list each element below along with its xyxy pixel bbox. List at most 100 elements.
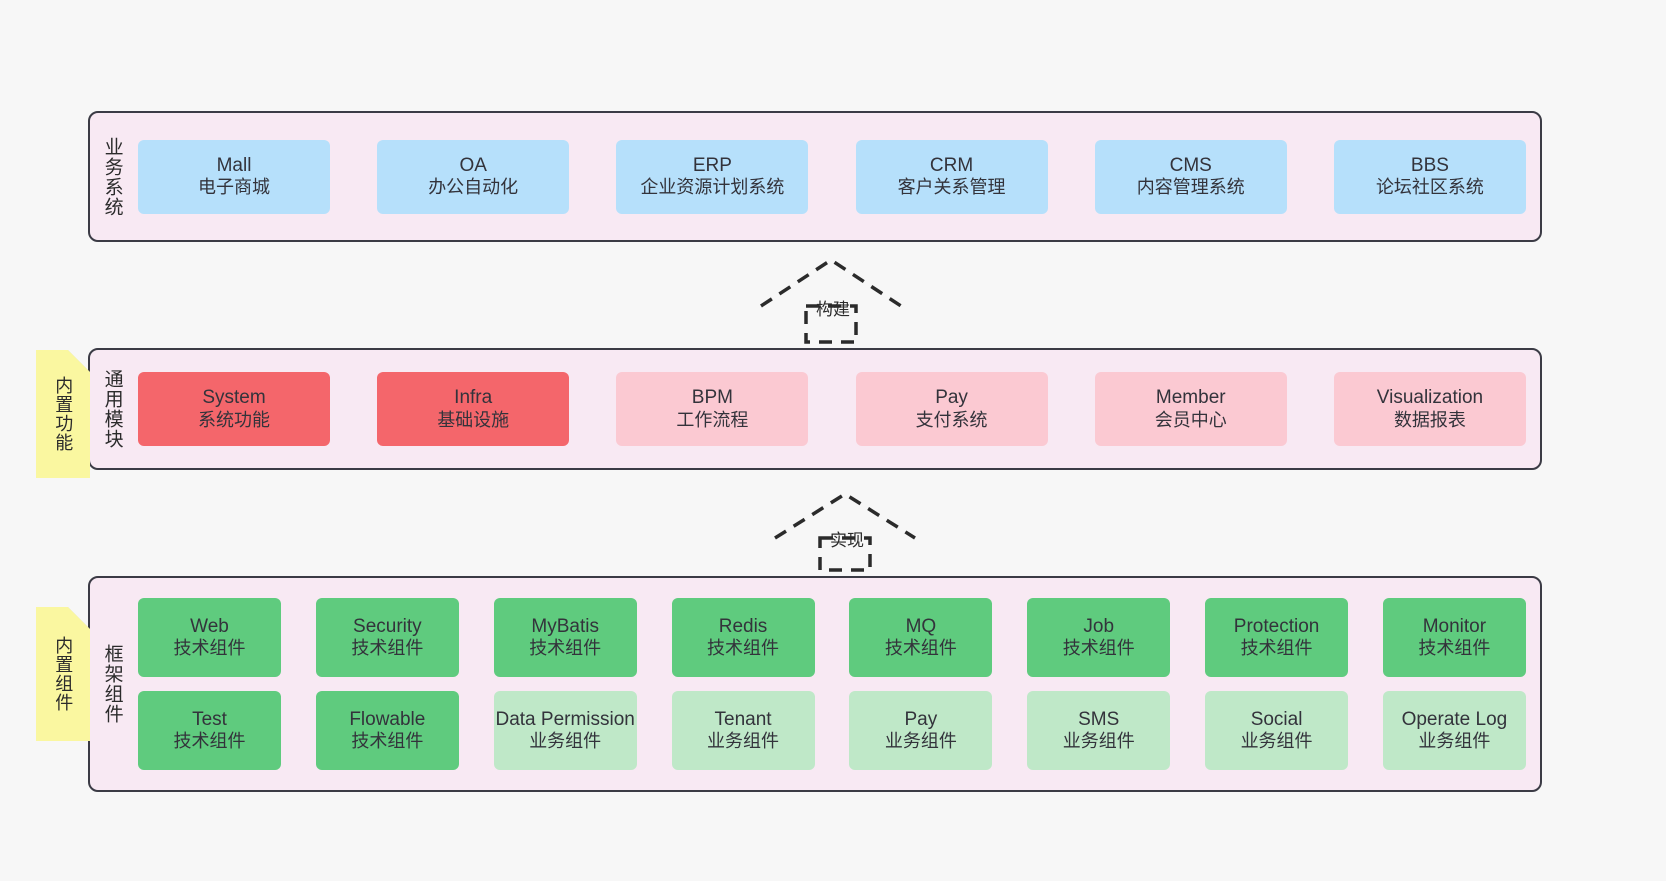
- node-title: Test: [192, 708, 227, 730]
- note-builtin-components-label: 内置组件: [53, 636, 74, 712]
- node-row: Test 技术组件 Flowable 技术组件 Data Permission …: [138, 691, 1526, 770]
- note-builtin-features-label: 内置功能: [53, 376, 74, 452]
- node-job[interactable]: Job 技术组件: [1027, 598, 1171, 677]
- node-operate-log[interactable]: Operate Log 业务组件: [1382, 691, 1526, 770]
- node-subtitle: 技术组件: [529, 638, 602, 659]
- node-title: Protection: [1233, 615, 1320, 637]
- node-mall[interactable]: Mall 电子商城: [138, 139, 330, 214]
- node-row: Mall 电子商城 OA 办公自动化 ERP 企业资源计划系统 CRM 客户关系…: [138, 139, 1526, 214]
- layer-business-system-body: Mall 电子商城 OA 办公自动化 ERP 企业资源计划系统 CRM 客户关系…: [134, 113, 1540, 240]
- dashed-up-arrow-icon: [774, 491, 916, 572]
- dashed-up-arrow-icon: [760, 257, 902, 344]
- node-monitor[interactable]: Monitor 技术组件: [1382, 598, 1526, 677]
- node-title: BBS: [1410, 154, 1449, 176]
- node-subtitle: 技术组件: [351, 731, 424, 752]
- node-erp[interactable]: ERP 企业资源计划系统: [616, 139, 809, 214]
- node-mybatis[interactable]: MyBatis 技术组件: [493, 598, 637, 677]
- node-title: SMS: [1078, 708, 1120, 730]
- node-subtitle: 业务组件: [1418, 731, 1491, 752]
- node-crm[interactable]: CRM 客户关系管理: [855, 139, 1048, 214]
- node-subtitle: 业务组件: [884, 731, 957, 752]
- node-subtitle: 业务组件: [1240, 731, 1313, 752]
- node-title: Social: [1250, 708, 1303, 730]
- node-subtitle: 技术组件: [884, 638, 957, 659]
- node-cms[interactable]: CMS 内容管理系统: [1094, 139, 1287, 214]
- folded-corner-icon: [68, 350, 90, 372]
- node-subtitle: 电子商城: [198, 177, 270, 198]
- node-title: OA: [459, 154, 487, 176]
- node-title: Flowable: [349, 708, 426, 730]
- folded-corner-icon: [68, 607, 90, 629]
- layer-common-modules-title: 通用模块: [101, 369, 123, 449]
- node-web[interactable]: Web 技术组件: [138, 598, 281, 677]
- node-subtitle: 技术组件: [351, 638, 424, 659]
- node-mq[interactable]: MQ 技术组件: [849, 598, 993, 677]
- node-row: Web 技术组件 Security 技术组件 MyBatis 技术组件 Redi…: [138, 598, 1526, 677]
- node-test[interactable]: Test 技术组件: [138, 691, 281, 770]
- node-title: Infra: [454, 387, 493, 409]
- node-title: System: [202, 387, 266, 409]
- layer-framework-components: 框架组件 Web 技术组件 Security 技术组件 MyBatis 技术组件…: [88, 576, 1542, 792]
- node-subtitle: 支付系统: [915, 409, 988, 430]
- layer-framework-components-body: Web 技术组件 Security 技术组件 MyBatis 技术组件 Redi…: [134, 578, 1540, 790]
- node-subtitle: 基础设施: [437, 409, 510, 430]
- node-pay-component[interactable]: Pay 业务组件: [849, 691, 993, 770]
- node-title: Pay: [904, 708, 938, 730]
- node-sms[interactable]: SMS 业务组件: [1027, 691, 1171, 770]
- node-subtitle: 业务组件: [1062, 731, 1135, 752]
- node-row: System 系统功能 Infra 基础设施 BPM 工作流程 Pay 支付系统…: [138, 372, 1526, 446]
- node-infra[interactable]: Infra 基础设施: [377, 372, 570, 446]
- node-oa[interactable]: OA 办公自动化: [377, 139, 570, 214]
- node-subtitle: 系统功能: [198, 409, 270, 430]
- node-title: Monitor: [1422, 615, 1487, 637]
- node-subtitle: 企业资源计划系统: [640, 177, 785, 198]
- node-title: Tenant: [714, 708, 772, 730]
- node-bpm[interactable]: BPM 工作流程: [616, 372, 809, 446]
- node-subtitle: 内容管理系统: [1136, 177, 1245, 198]
- node-subtitle: 技术组件: [173, 638, 246, 659]
- node-tenant[interactable]: Tenant 业务组件: [671, 691, 815, 770]
- node-security[interactable]: Security 技术组件: [315, 598, 459, 677]
- node-title: Pay: [935, 387, 968, 409]
- node-redis[interactable]: Redis 技术组件: [671, 598, 815, 677]
- node-member[interactable]: Member 会员中心: [1094, 372, 1287, 446]
- node-subtitle: 业务组件: [707, 731, 780, 752]
- node-title: Job: [1083, 615, 1115, 637]
- node-pay-module[interactable]: Pay 支付系统: [855, 372, 1048, 446]
- node-title: MyBatis: [531, 615, 599, 637]
- layer-business-system: 业务系统 Mall 电子商城 OA 办公自动化 ERP 企业资源计划系统 CRM…: [88, 111, 1542, 242]
- note-builtin-features: 内置功能: [36, 350, 90, 478]
- node-title: BPM: [691, 387, 733, 409]
- node-title: Visualization: [1376, 387, 1484, 409]
- node-subtitle: 技术组件: [1240, 638, 1313, 659]
- connector-build: 构建: [756, 257, 906, 344]
- node-system[interactable]: System 系统功能: [138, 372, 330, 446]
- node-flowable[interactable]: Flowable 技术组件: [315, 691, 459, 770]
- connector-build-label: 构建: [816, 300, 850, 319]
- node-title: Member: [1155, 387, 1226, 409]
- layer-common-modules-body: System 系统功能 Infra 基础设施 BPM 工作流程 Pay 支付系统…: [134, 350, 1540, 468]
- node-title: Operate Log: [1401, 708, 1508, 730]
- connector-implement-label: 实现: [830, 531, 864, 550]
- node-title: MQ: [905, 615, 937, 637]
- node-title: Mall: [216, 154, 252, 176]
- node-bbs[interactable]: BBS 论坛社区系统: [1333, 139, 1526, 214]
- node-data-permission[interactable]: Data Permission 业务组件: [493, 691, 637, 770]
- node-title: ERP: [692, 154, 732, 176]
- node-subtitle: 技术组件: [707, 638, 780, 659]
- node-title: Web: [190, 615, 229, 637]
- node-subtitle: 技术组件: [1062, 638, 1135, 659]
- node-title: CMS: [1169, 154, 1212, 176]
- node-title: Redis: [718, 615, 768, 637]
- note-builtin-components: 内置组件: [36, 607, 90, 741]
- node-social[interactable]: Social 业务组件: [1205, 691, 1349, 770]
- node-visualization[interactable]: Visualization 数据报表: [1333, 372, 1526, 446]
- node-title: CRM: [929, 154, 974, 176]
- layer-common-modules: 通用模块 System 系统功能 Infra 基础设施 BPM 工作流程 Pay…: [88, 348, 1542, 470]
- layer-framework-components-title: 框架组件: [101, 644, 123, 724]
- node-subtitle: 技术组件: [173, 731, 246, 752]
- node-protection[interactable]: Protection 技术组件: [1205, 598, 1349, 677]
- node-subtitle: 论坛社区系统: [1375, 177, 1484, 198]
- layer-business-system-title: 业务系统: [101, 136, 123, 217]
